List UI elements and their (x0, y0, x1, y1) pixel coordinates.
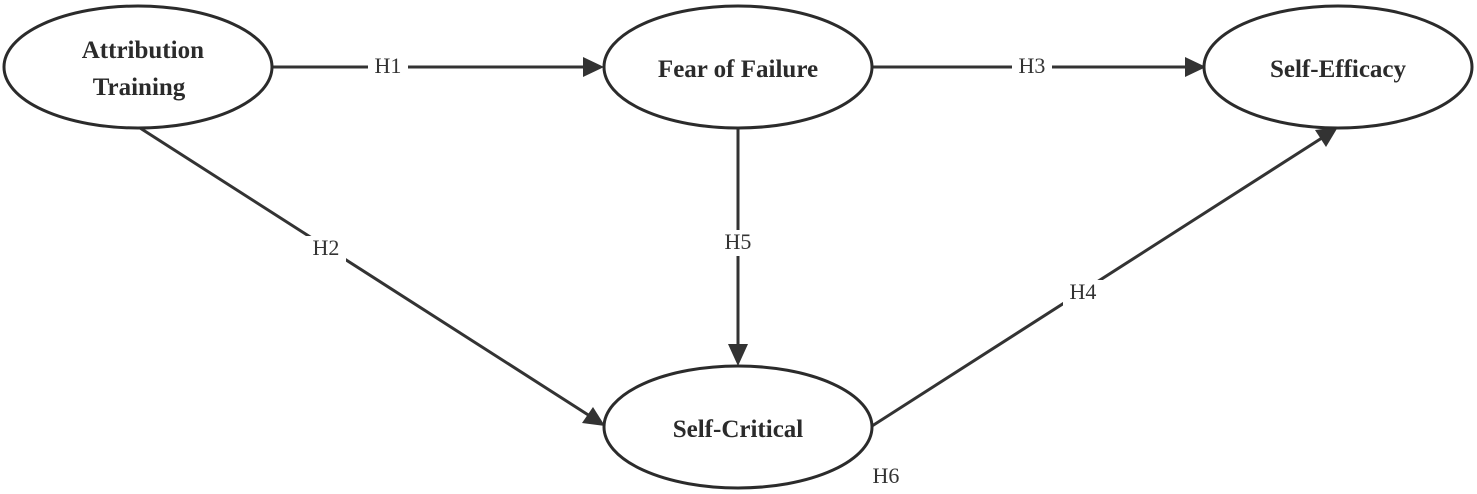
node-fear-of-failure-ellipse (602, 4, 874, 130)
edge-h5-label-bg (718, 230, 758, 256)
node-self-critical: Self-Critical (602, 364, 874, 490)
node-attribution-training: Attribution Training (2, 4, 274, 130)
node-fear-of-failure: Fear of Failure (602, 4, 874, 130)
edge-h2-label-bg (306, 236, 346, 262)
node-self-critical-ellipse (602, 364, 874, 490)
node-attribution-training-label: Attribution Training (82, 37, 210, 101)
edge-h1-arrowhead (583, 57, 604, 77)
node-attribution-training-line-1: Attribution (82, 37, 204, 64)
edge-h5-label: H5 (725, 229, 752, 254)
edge-h1: H1 (273, 53, 604, 79)
edge-h3-arrowhead (1185, 57, 1206, 77)
edge-h2-line (139, 126, 594, 420)
edge-h4-label: H4 (1070, 279, 1097, 304)
edge-h3-label-bg (1012, 55, 1052, 79)
edge-h1-label: H1 (375, 53, 402, 78)
edge-h4-label-bg (1063, 280, 1103, 306)
node-self-efficacy-label: Self-Efficacy (1270, 56, 1407, 83)
node-self-efficacy: Self-Efficacy (1202, 4, 1474, 130)
node-self-efficacy-ellipse (1202, 4, 1474, 130)
node-fear-of-failure-label: Fear of Failure (658, 56, 818, 83)
node-self-critical-label: Self-Critical (673, 416, 804, 443)
edge-h4: H4 (871, 127, 1338, 428)
edge-h3-label: H3 (1019, 53, 1046, 78)
edge-h5: H5 (718, 128, 758, 366)
edge-h2: H2 (139, 126, 605, 426)
edge-h3: H3 (872, 53, 1206, 79)
edge-h4-arrowhead (1315, 127, 1338, 147)
label-h6: H6 (873, 463, 900, 488)
node-attribution-training-line-2: Training (93, 74, 186, 101)
node-attribution-training-ellipse (2, 4, 274, 130)
edge-h5-arrowhead (728, 344, 748, 366)
edge-h2-arrowhead (582, 407, 605, 426)
edge-h1-label-bg (368, 55, 408, 79)
edge-h2-label: H2 (313, 235, 340, 260)
